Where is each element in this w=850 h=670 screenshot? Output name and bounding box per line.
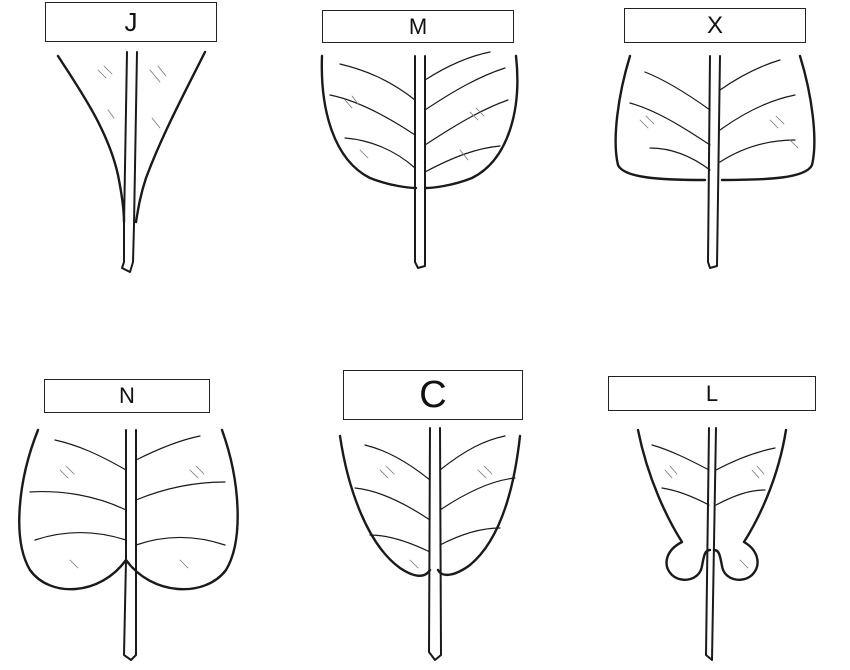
label-box-n: N: [44, 379, 210, 413]
leaf-j-hatching: [97, 65, 167, 129]
leaf-m-petiole: [414, 55, 426, 269]
label-box-j: J: [45, 2, 217, 42]
leaf-j-outline: [56, 50, 207, 224]
label-box-l: L: [608, 376, 816, 411]
leaf-n-petiole: [123, 429, 137, 661]
leaf-x-veins: [629, 59, 796, 171]
leaf-n-veins: [29, 435, 226, 546]
leaf-x-outline: [614, 54, 816, 182]
leaf-label-n: N: [119, 383, 135, 408]
leaf-label-c: C: [419, 373, 447, 416]
leaf-m-outline: [320, 54, 519, 190]
leaf-x: [614, 54, 816, 269]
leaf-x-petiole: [707, 55, 721, 269]
leaf-c-outline: [338, 434, 522, 577]
leaf-label-j: J: [124, 6, 138, 37]
leaf-j-petiole: [121, 51, 138, 273]
leaf-n: [18, 428, 239, 661]
leaf-n-hatching: [59, 465, 205, 569]
label-box-c: C: [343, 370, 523, 420]
leaf-c: [338, 427, 522, 661]
leaf-c-petiole: [428, 427, 442, 661]
leaf-l-veins: [651, 444, 776, 506]
leaf-c-veins: [354, 435, 516, 553]
leaf-x-hatching: [639, 115, 799, 149]
leaf-l-outline: [636, 428, 788, 581]
label-box-m: M: [322, 10, 514, 43]
leaf-l-hatching: [664, 465, 765, 569]
leaf-j: [56, 50, 207, 273]
leaf-m: [320, 51, 519, 269]
leaf-c-hatching: [379, 465, 493, 569]
leaf-l-petiole: [705, 427, 717, 661]
leaf-label-m: M: [408, 13, 428, 39]
label-box-x: X: [624, 8, 806, 43]
leaf-m-veins: [329, 51, 509, 173]
leaf-label-l: L: [705, 380, 719, 406]
leaf-label-x: X: [706, 11, 723, 39]
leaf-m-hatching: [344, 95, 485, 161]
leaf-n-outline: [18, 428, 239, 591]
leaf-l: [636, 427, 788, 661]
